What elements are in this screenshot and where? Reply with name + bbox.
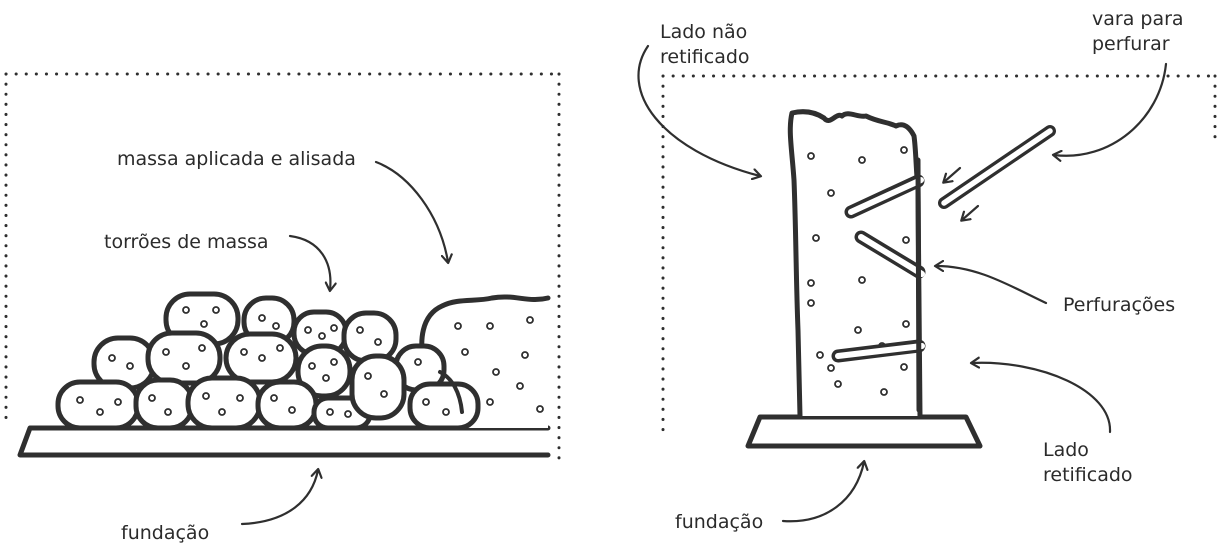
label-rectified-side: Lado retificado (1043, 438, 1133, 488)
blend-line (438, 370, 464, 414)
left-dotted-frame (4, 72, 561, 467)
label-rod-line1: vara para (1092, 8, 1184, 30)
smoothed-mass-outline (419, 294, 551, 371)
label-rectified-line2: retificado (1043, 464, 1133, 486)
arrow-to-perforations (936, 266, 1048, 305)
label-rectified-line1: Lado (1043, 439, 1089, 461)
mortar-clods (55, 291, 481, 431)
label-left-foundation: fundação (121, 522, 210, 544)
arrow-to-right-foundation (781, 462, 864, 523)
wall-dots (807, 146, 910, 396)
label-unrectified-side: Lado não retificado (660, 20, 750, 70)
perforations (831, 157, 926, 413)
right-panel (637, 44, 1217, 523)
right-foundation-slab (745, 414, 983, 449)
label-rod-line2: perfurar (1092, 33, 1170, 55)
arrow-to-smoothed-mass (374, 160, 448, 262)
label-mortar-clods: torrões de massa (104, 231, 269, 253)
motion-arrow-upper (944, 166, 962, 182)
arrow-to-clods (288, 234, 330, 290)
arrow-to-rectified-side (972, 363, 1112, 434)
smoothed-mass-dots (454, 316, 544, 413)
label-unrectified-line2: retificado (660, 46, 750, 68)
label-unrectified-line1: Lado não (660, 21, 748, 43)
perforation-rod (938, 125, 1056, 209)
label-perforations: Perfurações (1063, 294, 1176, 316)
arrow-to-rod (1054, 62, 1168, 156)
right-dotted-frame (661, 74, 1217, 432)
label-perforation-rod: vara para perfurar (1092, 7, 1184, 57)
arrow-to-unrectified-side (637, 44, 760, 176)
clod-dots (76, 306, 450, 418)
left-panel (4, 72, 561, 526)
motion-arrow-lower (962, 204, 980, 220)
label-right-foundation: fundação (675, 511, 764, 533)
left-foundation-slab (17, 425, 551, 458)
arrow-to-left-foundation (240, 470, 318, 526)
label-smoothed-mass: massa aplicada e alisada (117, 148, 356, 170)
